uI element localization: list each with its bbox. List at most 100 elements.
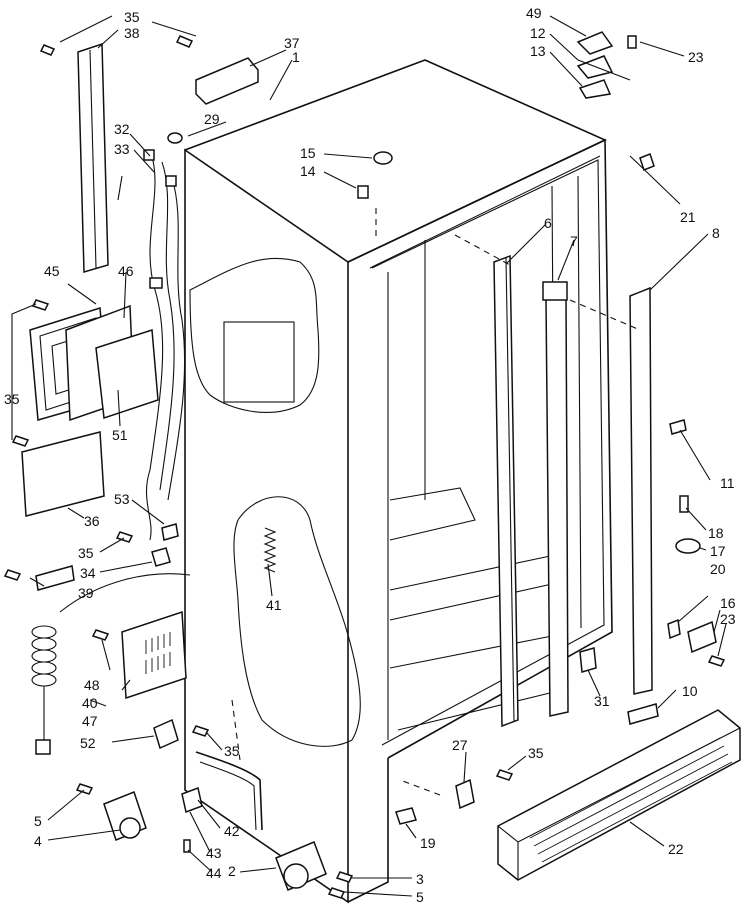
callout-12: 12 [530, 25, 546, 41]
cabinet [184, 59, 613, 904]
callout-4: 4 [34, 833, 42, 849]
callout-20: 20 [710, 561, 726, 577]
screw-icon [183, 839, 191, 853]
wire-harness [145, 149, 164, 541]
callout-35: 35 [124, 9, 140, 25]
callout-41: 41 [266, 597, 282, 613]
callout-35: 35 [4, 391, 20, 407]
callout-35: 35 [78, 545, 94, 561]
part-53-clip [161, 523, 179, 541]
callout-16: 16 [720, 595, 736, 611]
screw-icon [39, 44, 56, 56]
part-15-plug [373, 151, 393, 165]
callout-21: 21 [680, 209, 696, 225]
callout-52: 52 [80, 735, 96, 751]
part-8-strip [629, 286, 653, 695]
part-14-button [357, 185, 369, 199]
part-31-bracket [579, 647, 597, 673]
screw-icon [91, 629, 110, 641]
callout-17: 17 [710, 543, 726, 559]
callout-19: 19 [420, 835, 436, 851]
screw-icon [75, 783, 94, 795]
callout-22: 22 [668, 841, 684, 857]
part-2-roller [275, 841, 327, 891]
callout-34: 34 [80, 565, 96, 581]
callout-6: 6 [544, 215, 552, 231]
callout-2: 2 [228, 863, 236, 879]
part-21-clip [639, 153, 655, 171]
callout-40: 40 [82, 695, 98, 711]
part-22-toe-grille [497, 709, 741, 881]
part-49-cap [576, 31, 614, 55]
callout-38: 38 [124, 25, 140, 41]
part-39-plate [35, 565, 75, 591]
part-10-block [627, 703, 659, 725]
callout-8: 8 [712, 225, 720, 241]
callout-43: 43 [206, 845, 222, 861]
callout-42: 42 [224, 823, 240, 839]
defrost-drain-coil [263, 527, 277, 573]
callout-45: 45 [44, 263, 60, 279]
screw-icon [31, 299, 50, 311]
screw-icon [335, 871, 354, 883]
part-40-power-cord [31, 573, 191, 755]
callout-49: 49 [526, 5, 542, 21]
part-34-clip [151, 547, 171, 567]
callout-5: 5 [416, 889, 424, 905]
callout-32: 32 [114, 121, 130, 137]
screw-icon [627, 35, 637, 49]
screw-icon [3, 569, 22, 581]
part-51-insulation [95, 328, 159, 420]
callout-39: 39 [78, 585, 94, 601]
callout-27: 27 [452, 737, 468, 753]
callout-37: 37 [284, 35, 300, 51]
part-11-clip [669, 419, 687, 435]
callout-7: 7 [570, 233, 578, 249]
callout-51: 51 [112, 427, 128, 443]
callout-29: 29 [204, 111, 220, 127]
screw-icon [11, 435, 30, 447]
screw-icon [707, 655, 726, 667]
callout-36: 36 [84, 513, 100, 529]
callout-47: 47 [82, 713, 98, 729]
part-43-bracket [181, 786, 203, 814]
part-19-clip [395, 807, 417, 825]
part-27-bracket [455, 778, 475, 810]
part-6-strip [493, 254, 519, 728]
callout-labels: 35 38 37 1 29 32 33 15 14 49 12 13 23 21… [4, 5, 736, 905]
part-47-control-box [121, 610, 187, 700]
cutout-box [223, 321, 295, 403]
callout-46: 46 [118, 263, 134, 279]
part-42-drain-tube [195, 751, 263, 831]
side-cutout-upper [189, 257, 320, 413]
part-36-cover [21, 431, 105, 517]
leader-lines [11, 15, 727, 897]
part-37-bracket [195, 57, 259, 105]
screw-icon [191, 725, 210, 737]
callout-14: 14 [300, 163, 316, 179]
callout-23: 23 [688, 49, 704, 65]
side-cutout-lower [233, 496, 361, 747]
callout-11: 11 [720, 475, 735, 491]
callout-35: 35 [224, 743, 240, 759]
callout-31: 31 [594, 693, 610, 709]
callout-44: 44 [206, 865, 222, 881]
part-29-plug [167, 132, 183, 144]
callout-35: 35 [528, 745, 544, 761]
callout-15: 15 [300, 145, 316, 161]
part-7-strip [545, 295, 569, 717]
screw-icon [327, 887, 346, 899]
part-4-roller [103, 791, 147, 841]
part-52-clamp [153, 718, 179, 750]
screw-icon [495, 769, 514, 781]
callout-3: 3 [416, 871, 424, 887]
callout-5: 5 [34, 813, 42, 829]
callout-1: 1 [292, 49, 300, 65]
part-17-bracket [675, 538, 701, 554]
screw-icon [115, 531, 134, 543]
callout-53: 53 [114, 491, 130, 507]
screw-icon [175, 35, 194, 48]
part-20-clip [667, 618, 681, 640]
callout-33: 33 [114, 141, 130, 157]
